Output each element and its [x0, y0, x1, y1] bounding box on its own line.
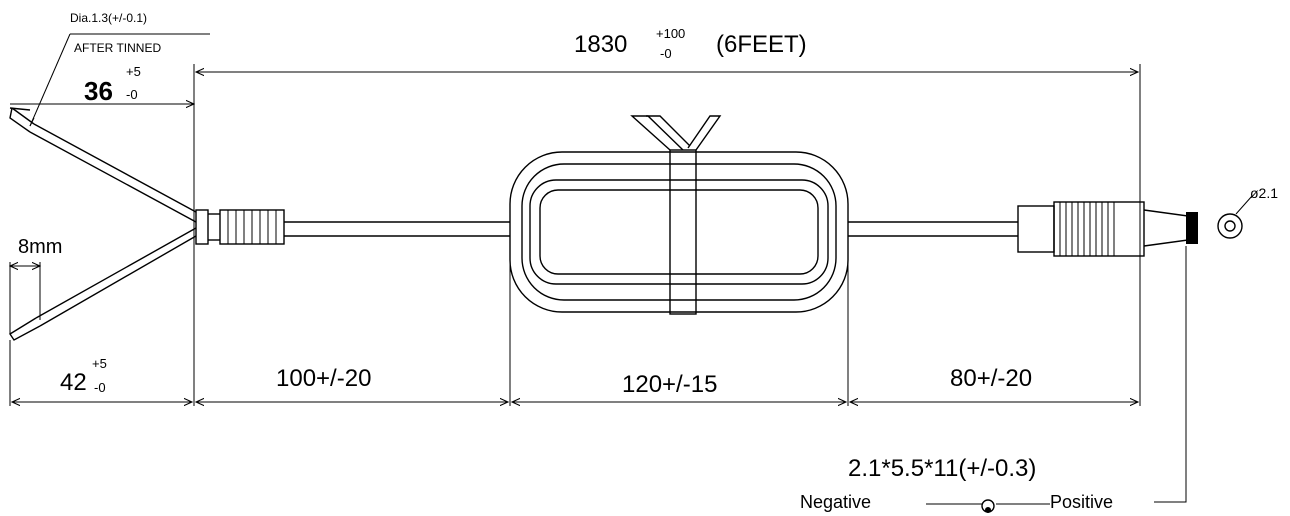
plug-end-view — [1217, 195, 1253, 239]
diameter-leader — [29, 33, 210, 127]
split-tol-plus: +5 — [92, 356, 107, 371]
tip-diameter-label: ø2.1 — [1250, 185, 1278, 201]
overall-tol-minus: -0 — [660, 46, 672, 61]
split-tol-minus: -0 — [94, 380, 106, 395]
strip-tol-plus: +5 — [126, 64, 141, 79]
positive-label: Positive — [1050, 492, 1113, 512]
positive-leader — [1154, 246, 1187, 503]
segment-last-length: 80+/-20 — [950, 365, 1032, 392]
ferrite-coil — [509, 115, 849, 315]
segment-first-length: 100+/-20 — [276, 365, 371, 392]
split-gap-dimension — [10, 262, 40, 334]
wire-diameter-note: Dia.1.3(+/-0.1) — [70, 11, 147, 25]
negative-label: Negative — [800, 492, 871, 512]
overall-tol-plus: +100 — [656, 26, 685, 41]
split-length-value: 42 — [60, 369, 87, 396]
overall-length-value: 1830 — [574, 31, 627, 58]
left-strain-relief — [195, 209, 285, 245]
split-wires — [9, 107, 197, 341]
main-cable — [284, 221, 1018, 237]
extension-lines — [9, 64, 1141, 406]
polarity-symbol — [926, 499, 1050, 513]
connector-spec: 2.1*5.5*11(+/-0.3) — [848, 455, 1036, 482]
split-gap-label: 8mm — [18, 236, 62, 258]
strip-tol-minus: -0 — [126, 87, 138, 102]
overall-length-feet: (6FEET) — [716, 31, 807, 58]
strip-length-value: 36 — [84, 76, 113, 106]
after-tinned-note: AFTER TINNED — [74, 41, 161, 55]
segment-ferrite-length: 120+/-15 — [622, 371, 717, 398]
dc-plug — [1017, 201, 1198, 257]
